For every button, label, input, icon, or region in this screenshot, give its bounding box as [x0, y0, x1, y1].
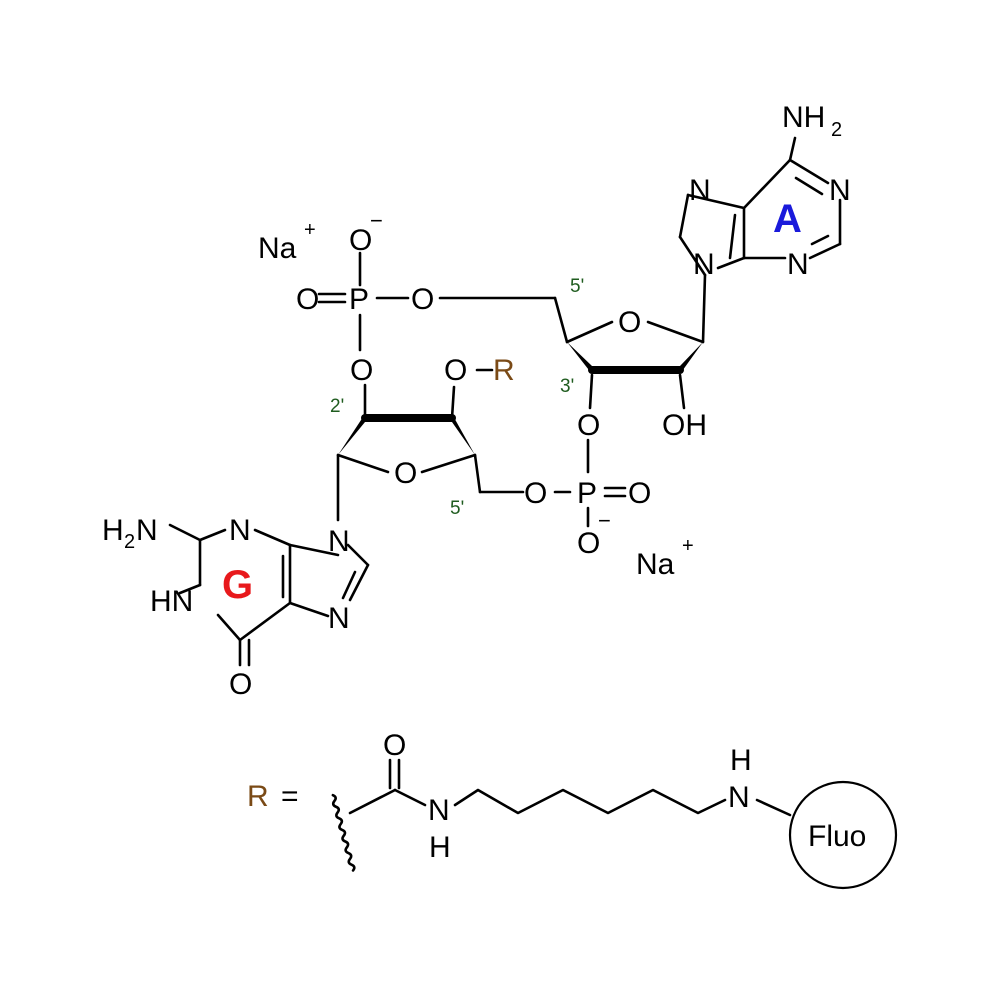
o-link-3-label: O: [577, 409, 600, 442]
guanine-n9-label: N: [328, 525, 350, 558]
wedge-bonds: [338, 342, 703, 455]
amide-oxygen-label: O: [383, 729, 406, 762]
adenine-base-letter: A: [773, 197, 802, 241]
o-ring-a-label: O: [618, 306, 641, 339]
oh-label: OH: [662, 409, 707, 442]
o-r-label: O: [444, 354, 467, 387]
guanine-n7-label: N: [328, 602, 350, 635]
guanine-base-letter: G: [222, 563, 253, 607]
wavy-attachment-bond: [331, 793, 356, 872]
o-ester-top-label: O: [411, 283, 434, 316]
adenosine-5prime-label: 5': [570, 276, 584, 297]
o-ring-g-label: O: [394, 457, 417, 490]
o-minus-bottom-charge: −: [598, 508, 611, 533]
fluorophore-circle: [788, 780, 898, 890]
na-top-label: Na: [258, 232, 297, 265]
guanine-h2n-n: N: [136, 514, 158, 547]
fluorophore-label: Fluo: [808, 820, 866, 853]
o-link-top-label: O: [350, 354, 373, 387]
r-equals-sign: =: [281, 780, 299, 813]
o-minus-top-charge: −: [370, 208, 383, 233]
adenine-n3-label: N: [787, 248, 809, 281]
o-ester-bottom-label: O: [524, 477, 547, 510]
guanine-o6-label: O: [229, 668, 252, 701]
na-bottom-charge: +: [682, 535, 694, 557]
r-substituent-label: R: [493, 354, 515, 387]
p-top-label: P: [349, 283, 369, 316]
na-top-charge: +: [304, 219, 316, 241]
guanine-h2n-subscript: 2: [124, 531, 135, 553]
guanine-hn-label: HN: [150, 585, 193, 618]
bond-lines: [168, 136, 842, 817]
amine-nitrogen-label: N: [728, 781, 750, 814]
adenosine-3prime-label: 3': [560, 376, 574, 397]
adenine-n7-label: N: [689, 174, 711, 207]
adenine-nh2-subscript: 2: [831, 119, 842, 141]
p-bottom-label: P: [577, 477, 597, 510]
na-bottom-label: Na: [636, 548, 675, 581]
o-minus-bottom-label: O: [577, 527, 600, 560]
o-minus-top-label: O: [349, 224, 372, 257]
o-double-top-label: O: [296, 283, 319, 316]
r-definition-label: R: [247, 780, 269, 813]
guanine-h2n-h: H: [102, 514, 124, 547]
amide-hydrogen-label: H: [429, 831, 451, 864]
o-double-bottom-label: O: [628, 477, 651, 510]
guanine-n3-label: N: [229, 514, 251, 547]
amine-hydrogen-label: H: [730, 744, 752, 777]
amide-nitrogen-label: N: [428, 794, 450, 827]
guanosine-2prime-label: 2': [330, 396, 344, 417]
adenine-nh2-label: NH: [782, 101, 825, 134]
adenine-n1-label: N: [829, 174, 851, 207]
guanosine-5prime-label: 5': [450, 498, 464, 519]
adenine-n9-label: N: [693, 248, 715, 281]
